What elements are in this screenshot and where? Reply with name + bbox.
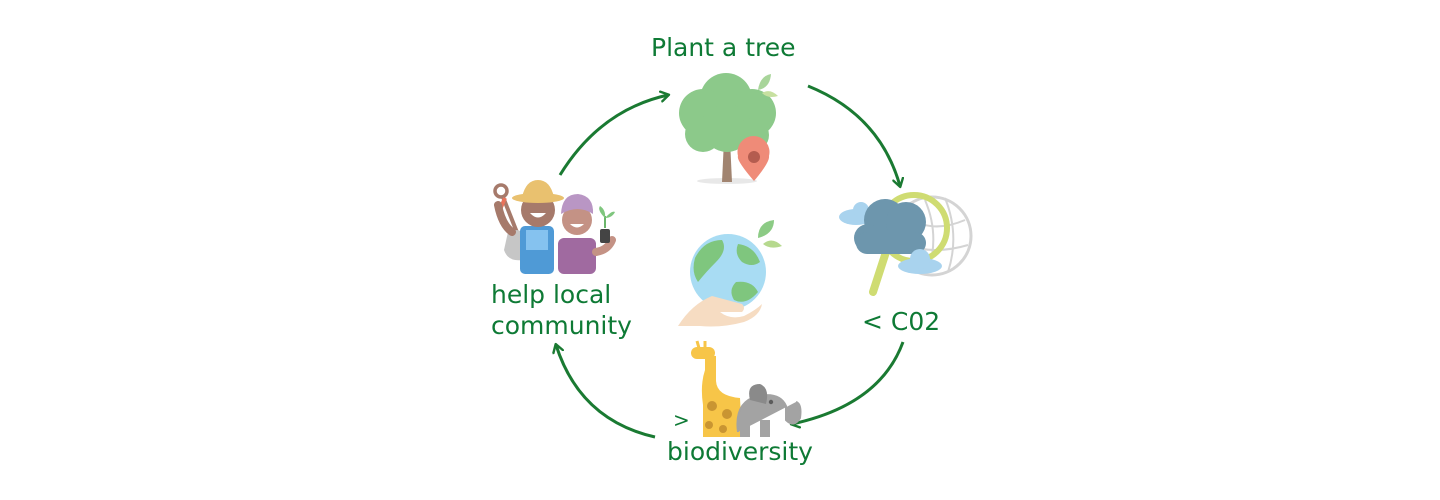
hand-holding-earth-icon [678,220,782,327]
tree-with-location-pin-icon [679,73,778,184]
arrow-biodiversity-to-community [556,345,656,439]
step-label-plant-a-tree: Plant a tree [651,33,796,62]
step-label-help-local-community: help local community [491,279,632,341]
step-label-community-line1: help local [491,280,612,309]
cloud-magnifier-icon [839,192,973,296]
arrow-plant-to-co2 [807,84,900,186]
step-label-co2: < C02 [862,307,941,336]
arrow-co2-to-biodiversity [792,341,905,424]
arrow-community-to-plant [558,95,668,176]
step-label-biodiversity-prefix: > [673,408,690,432]
giraffe-elephant-icon [691,340,802,437]
step-label-community-line2: community [491,311,632,340]
farmers-icon [493,180,616,274]
step-label-biodiversity: biodiversity [667,437,813,466]
